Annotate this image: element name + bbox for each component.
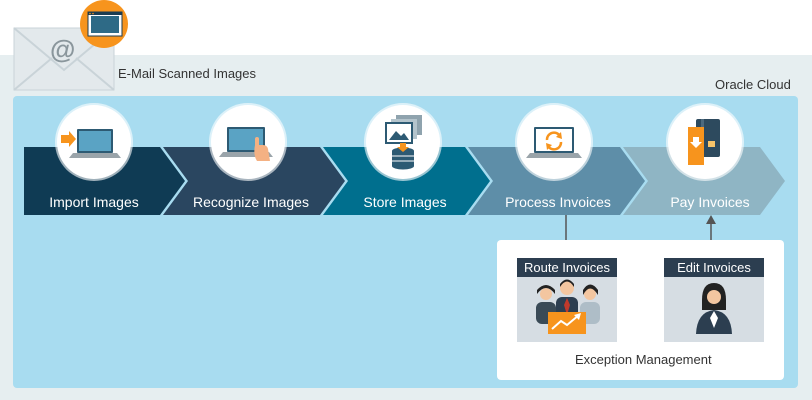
exception-management-label: Exception Management [575,352,712,367]
laptop-sync-icon [526,127,582,158]
laptop-import-icon [61,129,121,158]
image-database-icon [385,115,422,170]
step-circle-pay [668,105,742,179]
step-circle-import [57,105,131,179]
laptop-touch-icon [219,127,273,161]
step-label-process: Process Invoices [505,194,611,210]
step-circle-process [517,105,591,179]
scanned-image-icon [80,0,128,48]
route-invoices-title: Route Invoices [517,258,617,277]
step-label-recognize: Recognize Images [193,194,309,210]
step-label-import: Import Images [49,194,139,210]
step-label-store: Store Images [363,194,447,210]
step-circle-store [366,105,440,179]
step-circle-recognize [211,105,285,179]
step-label-pay: Pay Invoices [670,194,750,210]
source-label: E-Mail Scanned Images [118,66,257,81]
card-payment-icon [688,119,720,165]
edit-invoices-title: Edit Invoices [664,258,764,277]
oracle-cloud-label: Oracle Cloud [715,77,791,92]
